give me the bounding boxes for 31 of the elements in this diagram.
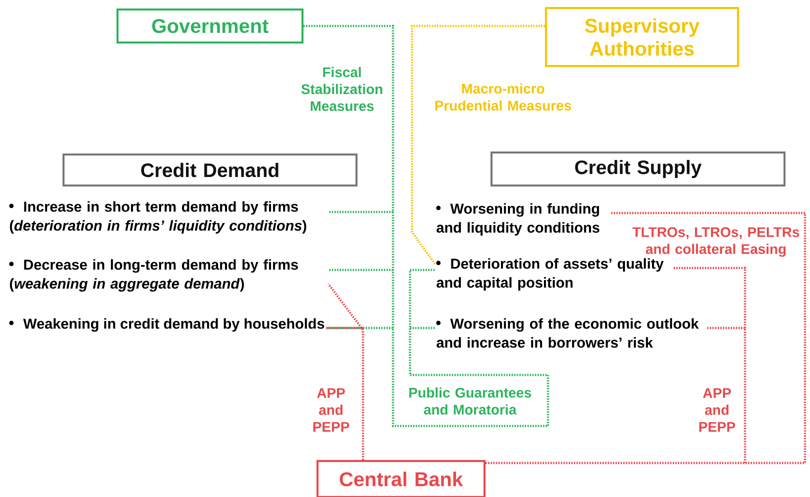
edge-label: APP and PEPP — [699, 388, 736, 432]
title-box: Credit Supply — [490, 152, 786, 186]
edge-label: Fiscal Stabilization Measures — [301, 66, 382, 112]
dotted-connector — [410, 24, 545, 265]
dotted-connector — [326, 326, 393, 330]
dotted-connector — [484, 212, 806, 464]
dotted-connector — [328, 210, 393, 214]
bullet-item: Decrease in long-term demand by firms (weakening in aggregate demand) — [9, 259, 298, 292]
dotted-connector — [304, 24, 550, 428]
bullet-item: Worsening of the economic outlook and increase in borrowers’ risk — [436, 318, 699, 348]
dotted-connector — [326, 326, 363, 330]
title-box: Supervisory Authorities — [545, 7, 739, 67]
bullet-item: Increase in short term demand by firms (deterioration in firms’ liquidity conditions) — [9, 201, 306, 234]
title-box: Credit Demand — [62, 154, 358, 186]
edge-label: Macro-micro Prudential Measures — [435, 83, 572, 111]
bullet-item: Deterioration of assets’ quality and capital position — [436, 258, 664, 291]
edge-label: Public Guarantees and Moratoria — [409, 387, 532, 415]
dotted-connector — [328, 283, 364, 331]
dotted-connector — [410, 326, 435, 330]
dotted-connector — [611, 212, 805, 214]
dotted-connector — [410, 268, 435, 272]
title-box: Central Bank — [316, 460, 486, 497]
edge-label: TLTROs, LTROs, PELTRs and collateral Easing — [632, 227, 800, 257]
edge-label: APP and PEPP — [313, 388, 350, 432]
bullet-item: Weakening in credit demand by households — [9, 318, 324, 332]
bullet-item: Worsening in funding and liquidity conditions — [436, 203, 600, 236]
dotted-connector — [707, 326, 745, 330]
dotted-connector — [328, 268, 393, 272]
dotted-connector — [673, 266, 746, 328]
dotted-connector — [362, 330, 364, 460]
title-box: Government — [116, 8, 304, 44]
